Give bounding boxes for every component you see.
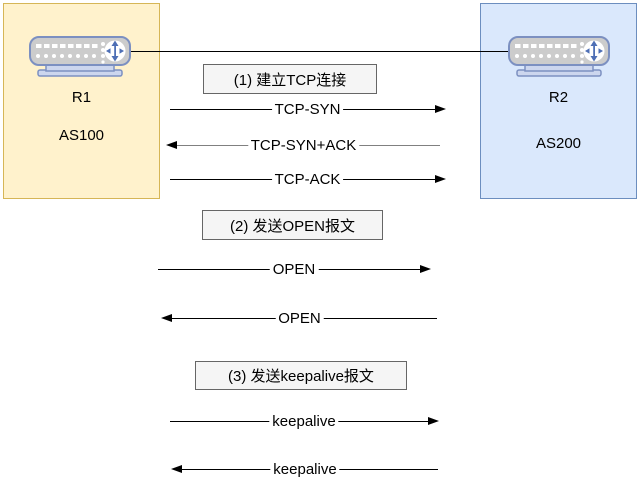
node-r1: R1 AS100 xyxy=(3,3,160,199)
link-line-r1-r2 xyxy=(128,51,512,52)
node-r2: R2 AS200 xyxy=(480,3,637,199)
message-label: TCP-SYN+ACK xyxy=(247,137,360,155)
message-label: TCP-ACK xyxy=(271,171,344,189)
message-label: keepalive xyxy=(269,413,339,431)
arrowhead-left-icon xyxy=(166,141,177,149)
arrowhead-left-icon xyxy=(171,465,182,473)
step-label-2: (2) 发送OPEN报文 xyxy=(202,210,383,240)
message-label: TCP-SYN xyxy=(271,101,344,119)
arrowhead-right-icon xyxy=(420,265,431,273)
message-label: OPEN xyxy=(269,261,319,279)
node-r2-as-label: AS200 xyxy=(535,135,582,152)
node-r1-as-label: AS100 xyxy=(58,127,105,144)
arrowhead-left-icon xyxy=(161,314,172,322)
message-label: keepalive xyxy=(270,461,340,479)
message-label: OPEN xyxy=(275,310,324,328)
arrowhead-right-icon xyxy=(435,175,446,183)
arrowhead-right-icon xyxy=(428,417,439,425)
step-label-3: (3) 发送keepalive报文 xyxy=(195,361,407,390)
step-label-1: (1) 建立TCP连接 xyxy=(203,64,377,94)
node-r1-label: R1 xyxy=(71,89,92,106)
node-r2-label: R2 xyxy=(548,89,569,106)
router-icon-r2 xyxy=(507,35,611,79)
arrowhead-right-icon xyxy=(435,105,446,113)
router-icon-r1 xyxy=(28,35,132,79)
